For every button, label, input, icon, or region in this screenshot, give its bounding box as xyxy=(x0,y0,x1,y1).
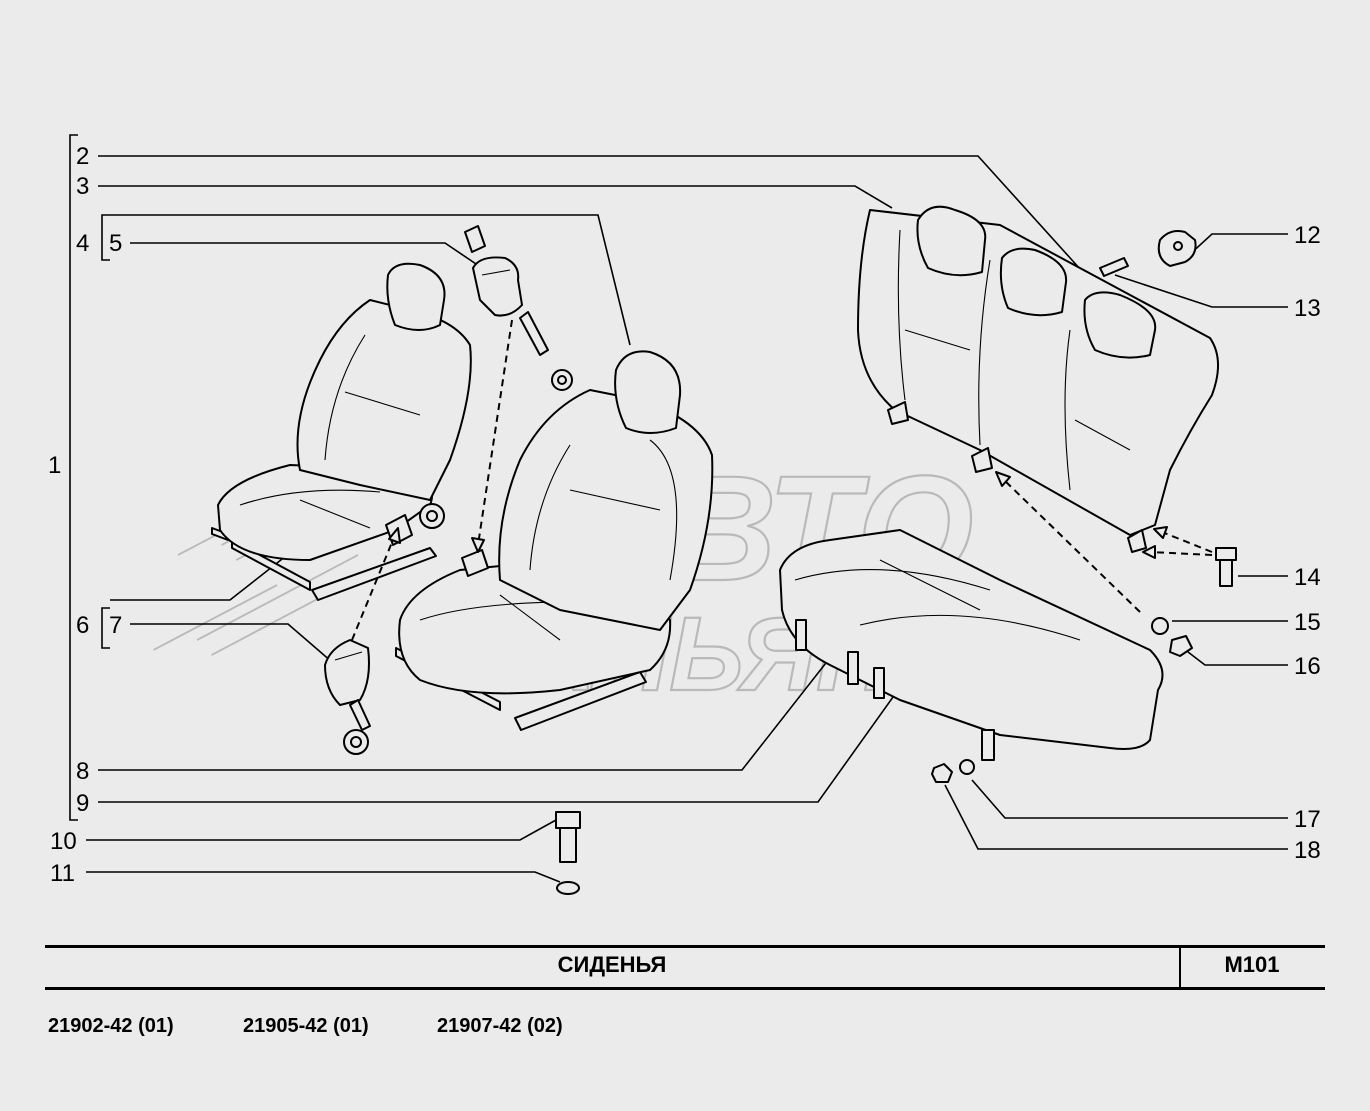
callout-15: 15 xyxy=(1294,609,1321,636)
callout-8: 8 xyxy=(76,758,89,785)
washer-15 xyxy=(1151,617,1169,635)
callout-10: 10 xyxy=(50,828,77,855)
bolt-14 xyxy=(1215,547,1237,561)
front-seat-right xyxy=(395,350,714,731)
callout-18: 18 xyxy=(1294,837,1321,864)
hardware xyxy=(555,230,1237,895)
section-title: СИДЕНЬЯ xyxy=(557,952,667,977)
callout-5: 5 xyxy=(109,230,122,257)
nut-16 xyxy=(1169,635,1193,657)
title-block-bottom-rule xyxy=(45,987,1325,990)
callout-11: 11 xyxy=(50,860,75,887)
section-code: M101 xyxy=(1224,952,1280,977)
belt-buckle-lower xyxy=(324,639,371,755)
callout-14: 14 xyxy=(1294,564,1321,591)
nut-18 xyxy=(931,763,953,783)
washer-11 xyxy=(556,881,580,895)
callout-6: 6 xyxy=(76,612,89,639)
rear-seat-cushion xyxy=(779,529,1164,761)
callout-2: 2 xyxy=(76,143,89,170)
title-block-divider xyxy=(1179,945,1181,990)
callout-16: 16 xyxy=(1294,653,1321,680)
callout-9: 9 xyxy=(76,790,89,817)
screw-13 xyxy=(1099,257,1129,277)
title-block-top-rule xyxy=(45,945,1325,948)
rear-seat-backrest xyxy=(857,205,1219,553)
callout-7: 7 xyxy=(109,612,122,639)
callout-13: 13 xyxy=(1294,295,1321,322)
callout-3: 3 xyxy=(76,173,89,200)
callout-labels: 1 2 3 4 5 6 7 8 9 10 11 12 13 14 15 16 1… xyxy=(48,143,1321,887)
callout-12: 12 xyxy=(1294,222,1321,249)
washer-17 xyxy=(959,759,975,775)
bolt-10 xyxy=(555,811,581,829)
callout-4: 4 xyxy=(76,230,89,257)
leader-lines xyxy=(69,134,1288,883)
model-variant: 21905-42 (01) xyxy=(243,1015,369,1037)
belt-buckle-upper xyxy=(464,225,573,391)
front-seat-left xyxy=(211,262,472,601)
model-variant: 21902-42 (01) xyxy=(48,1015,174,1037)
callout-17: 17 xyxy=(1294,806,1321,833)
callout-1: 1 xyxy=(48,452,61,479)
model-variant: 21907-42 (02) xyxy=(437,1015,563,1037)
assembly-arrows xyxy=(351,319,1213,641)
